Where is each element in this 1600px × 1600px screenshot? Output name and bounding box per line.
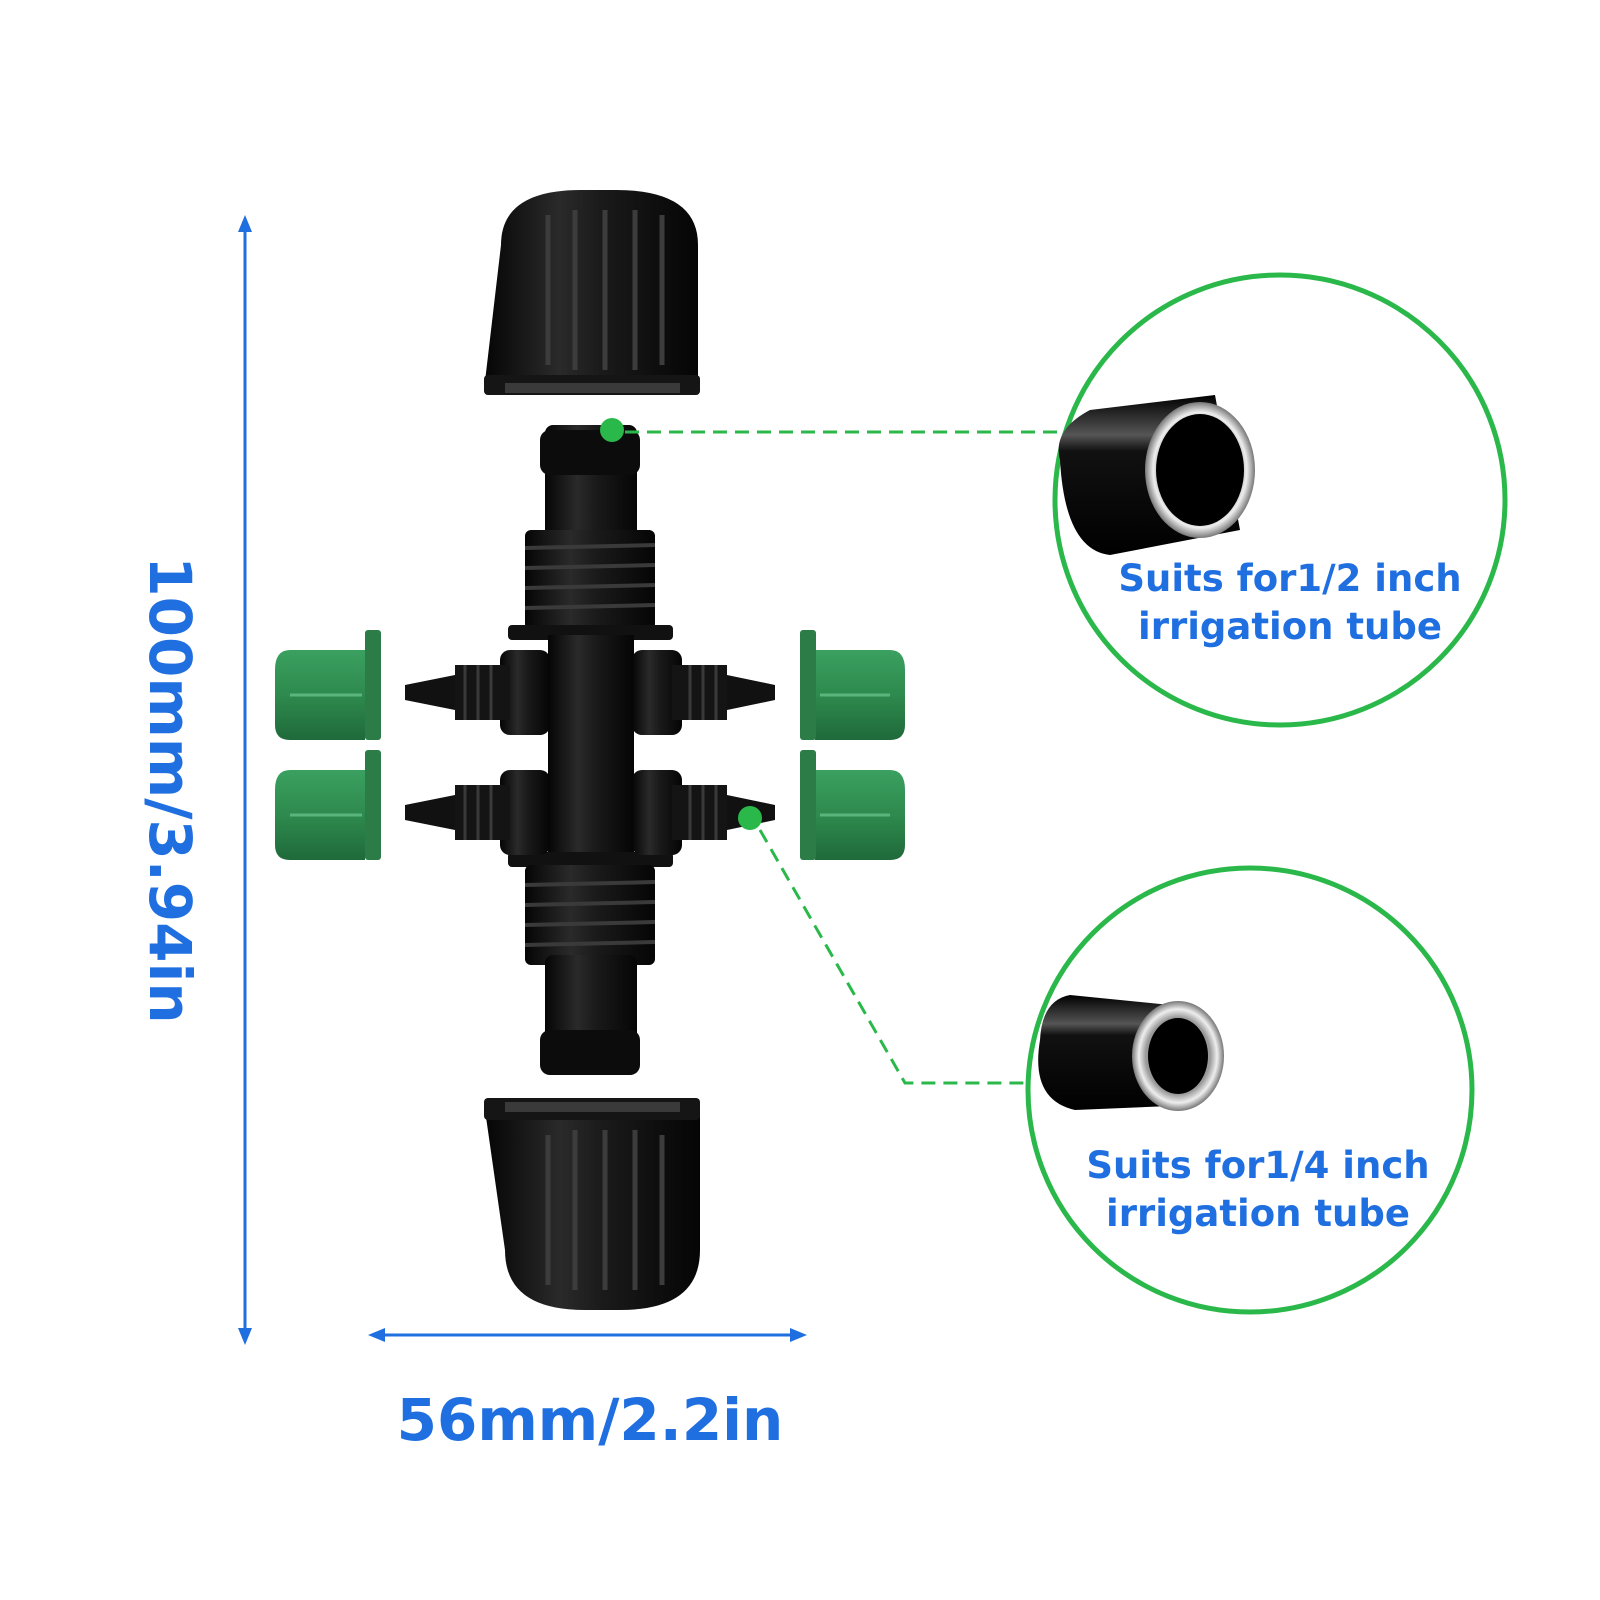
- callout-half-inch-line1: Suits for1/2 inch: [1118, 557, 1462, 600]
- callout-half-inch-line2: irrigation tube: [1138, 605, 1442, 648]
- outlet-lower-left: [405, 770, 550, 855]
- height-dimension-label: 100mm/3.94in: [136, 556, 204, 1024]
- quarter-inch-tube-icon: [1038, 995, 1224, 1111]
- bottom-end-cap: [484, 1098, 700, 1310]
- outlet-upper-left: [405, 650, 550, 735]
- green-cap-lower-left: [275, 750, 381, 860]
- green-cap-upper-right: [800, 630, 905, 740]
- height-dimension-arrow: [238, 215, 252, 1345]
- leader-line-half-inch: [600, 418, 1060, 442]
- callout-quarter-inch-line1: Suits for1/4 inch: [1086, 1144, 1430, 1187]
- callout-circle-half-inch: [1052, 272, 1508, 728]
- width-dimension-label: 56mm/2.2in: [396, 1386, 784, 1454]
- callout-quarter-inch-text: Suits for1/4 inch irrigation tube: [1048, 1142, 1468, 1238]
- width-dimension-arrow: [368, 1328, 807, 1342]
- half-inch-tube-icon: [1058, 395, 1255, 555]
- top-end-cap: [484, 190, 700, 395]
- green-cap-upper-left: [275, 630, 381, 740]
- outlet-upper-right: [632, 650, 775, 735]
- green-cap-lower-right: [800, 750, 905, 860]
- connector-body: [508, 425, 673, 1075]
- callout-quarter-inch-line2: irrigation tube: [1106, 1192, 1410, 1235]
- leader-line-quarter-inch: [738, 806, 1035, 1085]
- callout-circle-quarter-inch: [1025, 865, 1475, 1315]
- callout-half-inch-text: Suits for1/2 inch irrigation tube: [1080, 555, 1500, 651]
